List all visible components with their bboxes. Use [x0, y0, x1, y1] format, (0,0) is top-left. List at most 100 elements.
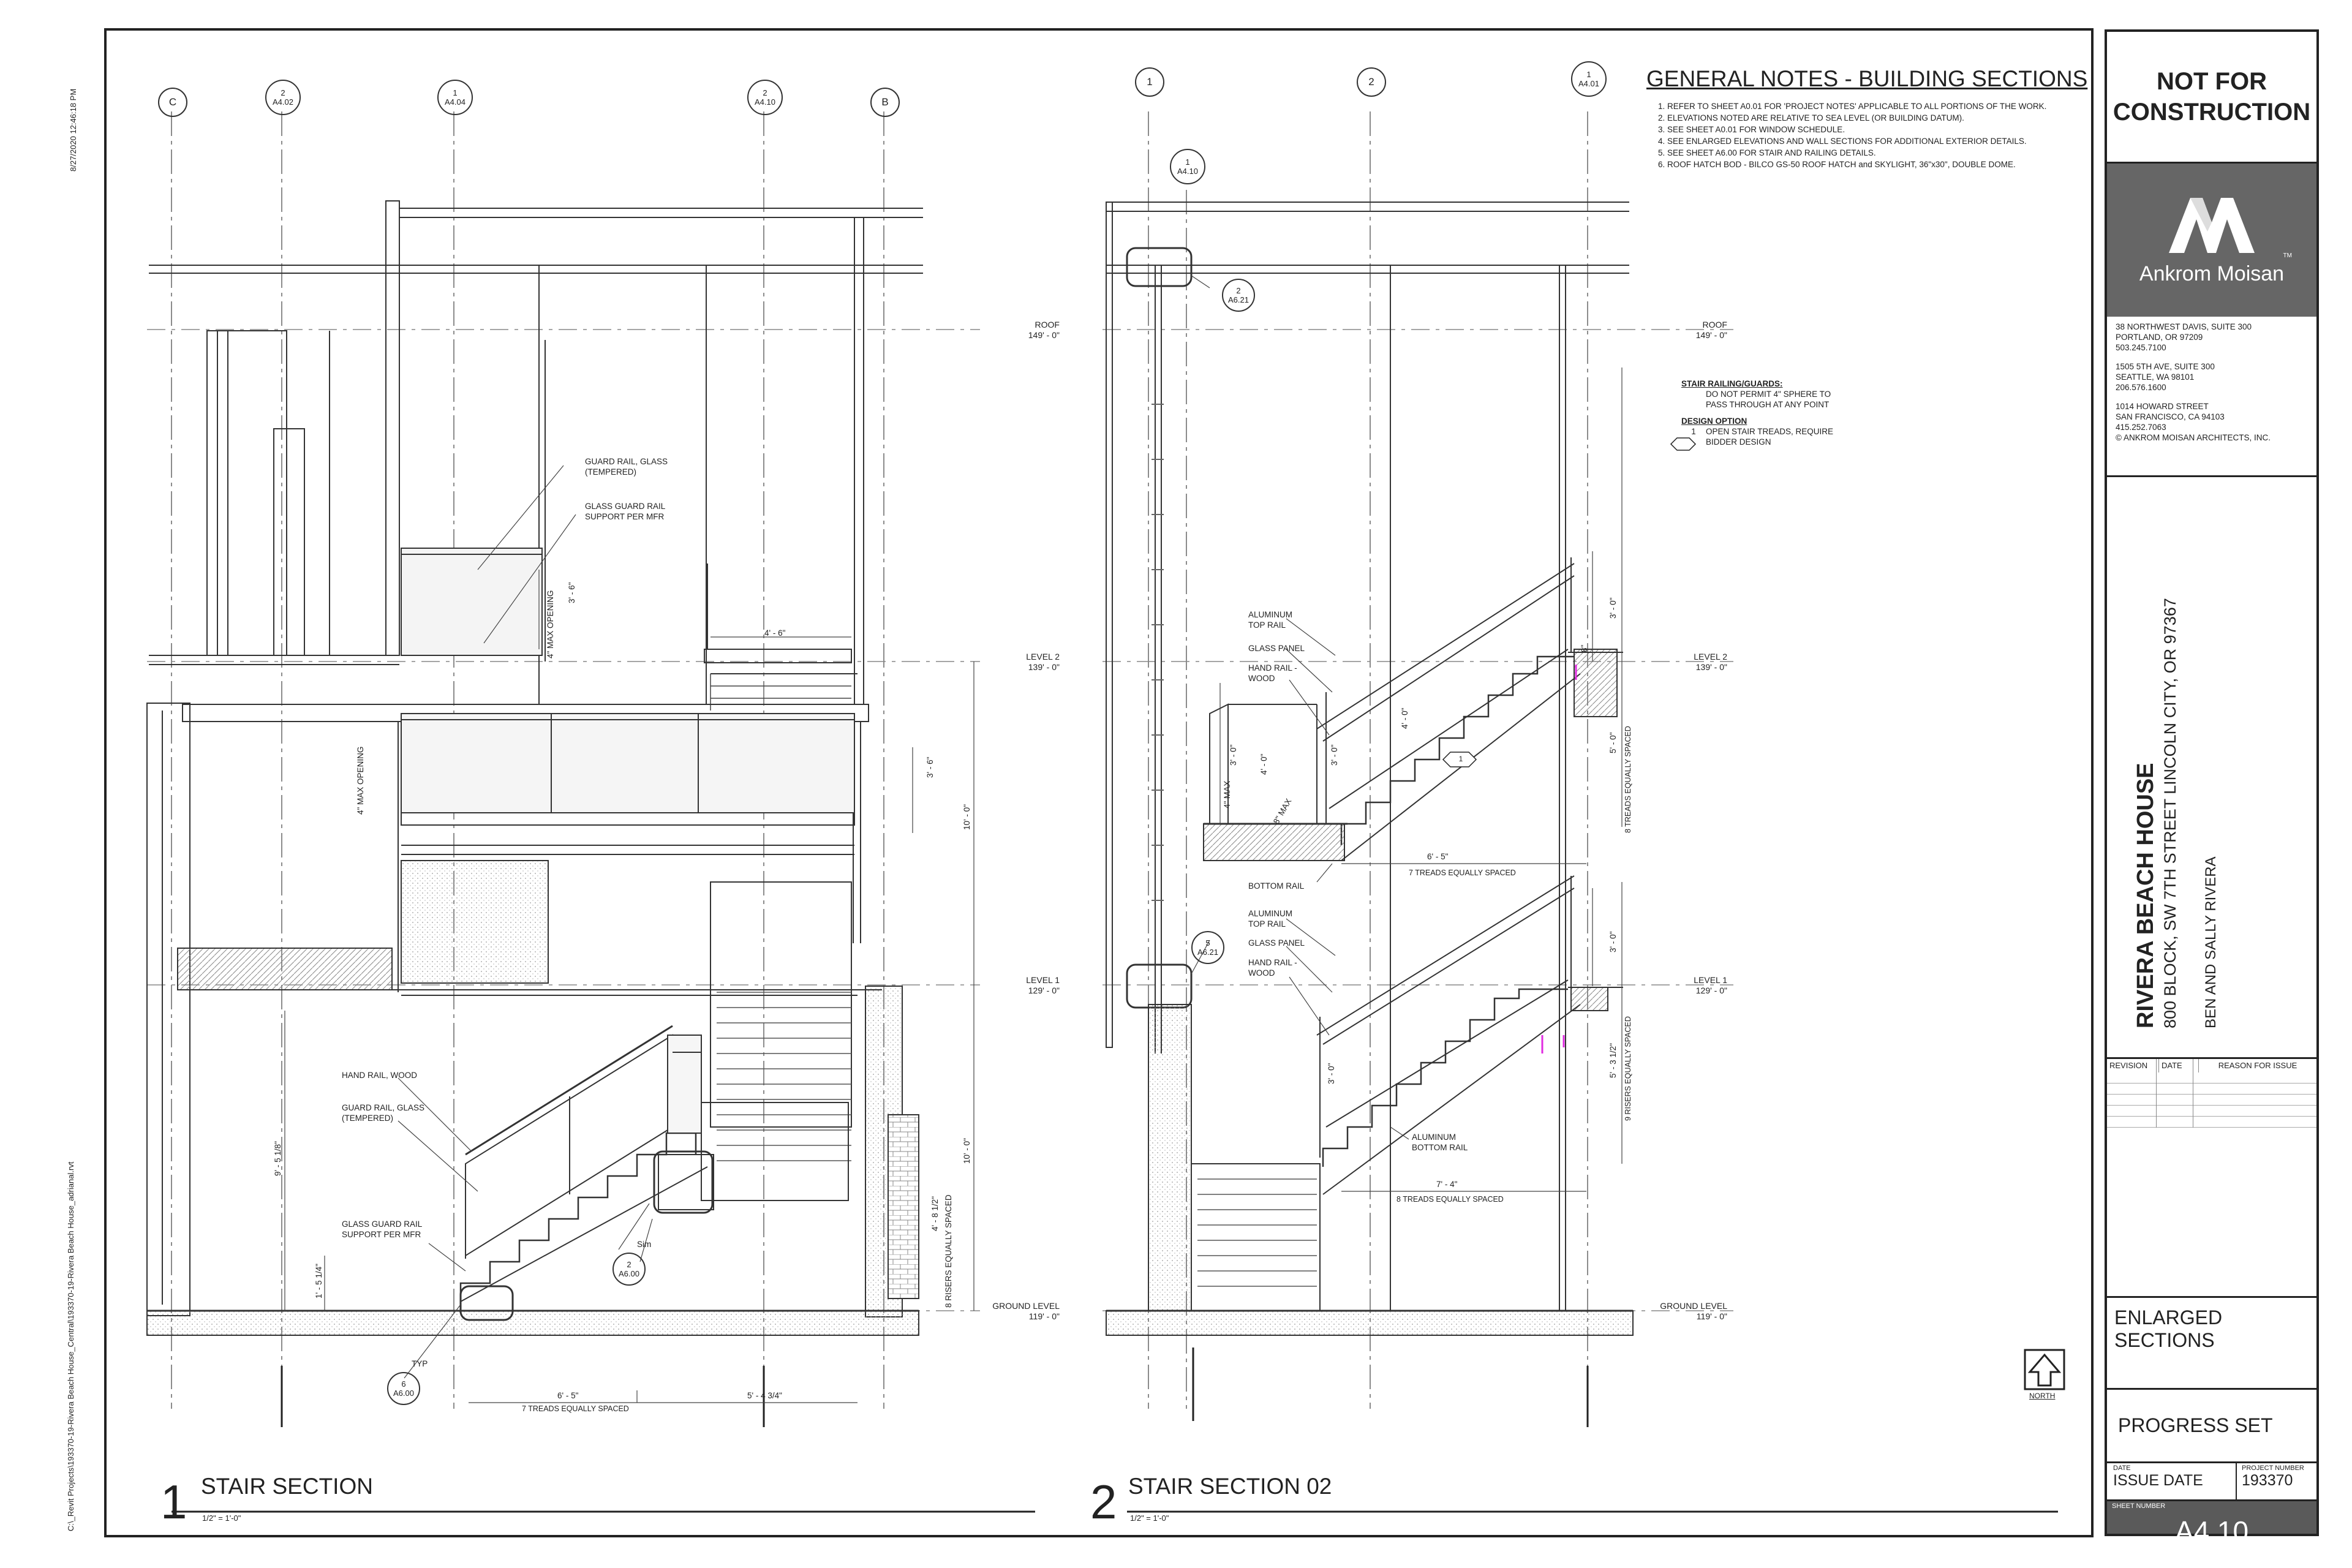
dim: 9 RISERS EQUALLY SPACED	[1624, 1016, 1632, 1121]
note-item: SEE ENLARGED ELEVATIONS AND WALL SECTION…	[1667, 135, 2075, 147]
dim: 5' - 3 1/2"	[1608, 1043, 1618, 1078]
stair-notes-heading: STAIR RAILING/GUARDS:	[1681, 379, 1783, 388]
sheet-number-block: SHEET NUMBER A4.10	[2107, 1501, 2316, 1547]
date-value: ISSUE DATE	[2113, 1472, 2203, 1489]
grid-bubble[interactable]: 1 A4.04	[437, 80, 473, 115]
dim-4-6: 4' - 6"	[764, 628, 786, 638]
dim: 7' - 4"	[1436, 1180, 1458, 1189]
section2-option-tag-icon	[1442, 752, 1477, 767]
grid-bubble[interactable]: 2 A4.10	[747, 80, 783, 115]
stair-section-2	[1102, 111, 1733, 1427]
dim: 3' - 0"	[1608, 597, 1618, 619]
callout-glass-panel: GLASS PANEL	[1248, 644, 1305, 653]
note-item: ELEVATIONS NOTED ARE RELATIVE TO SEA LEV…	[1667, 112, 2075, 124]
detail-callout[interactable]: 2 A6.21	[1222, 279, 1255, 312]
trademark: TM	[2283, 252, 2292, 259]
ankrom-moisan-logo-icon	[2169, 197, 2255, 253]
plot-stamp: 8/27/2020 12:46:18 PM	[69, 88, 78, 172]
stair-notes-item: DO NOT PERMIT 4" SPHERE TO PASS THROUGH …	[1706, 390, 1831, 409]
note-item: REFER TO SHEET A0.01 FOR 'PROJECT NOTES'…	[1667, 100, 2075, 112]
file-path: C:\_Revit Projects\193370-19-Rivera Beac…	[66, 1161, 75, 1531]
design-option-tag-icon	[1670, 437, 1697, 451]
dim-10-0-upper: 10' - 0"	[962, 804, 971, 830]
grid-bubble[interactable]: 1 A4.10	[1170, 149, 1205, 184]
note-item: ROOF HATCH BOD - BILCO GS-50 ROOF HATCH …	[1667, 159, 2075, 170]
view-number: 1	[160, 1475, 187, 1529]
general-notes-title: GENERAL NOTES - BUILDING SECTIONS	[1646, 66, 2088, 91]
callout-bottom-rail: BOTTOM RAIL	[1248, 881, 1305, 891]
callout-hand-rail-wood-2: HAND RAIL - WOOD	[1248, 958, 1297, 978]
not-for-construction-stamp: NOT FOR CONSTRUCTION	[2107, 32, 2316, 164]
north-arrow-icon	[2024, 1349, 2065, 1390]
callout-glass-guard-support: GLASS GUARD RAIL SUPPORT PER MFR	[585, 502, 665, 521]
north-label: NORTH	[2029, 1392, 2056, 1400]
callout-typ: TYP	[412, 1359, 428, 1368]
grid-bubble[interactable]: 2 A4.02	[265, 80, 301, 115]
revision-rows	[2107, 1072, 2316, 1128]
firm-name: Ankrom Moisan	[2139, 262, 2285, 285]
dim: 4' - 0"	[1259, 753, 1268, 775]
dim: 8 TREADS EQUALLY SPACED	[1396, 1195, 1504, 1204]
option-tag: 1	[1458, 755, 1463, 763]
dim: 3' - 0"	[1327, 1063, 1336, 1084]
dim: 6' - 5"	[1427, 852, 1449, 861]
callout-aluminum-bottom-rail: ALUMINUM BOTTOM RAIL	[1412, 1133, 1468, 1152]
grid-bubble[interactable]: 1	[1135, 67, 1164, 97]
client-name: BEN AND SALLY RIVERA	[2203, 856, 2219, 1028]
dim-9-5: 9' - 5 1/8"	[273, 1141, 282, 1176]
view-number: 2	[1090, 1475, 1117, 1529]
dim-4-max-opening-upper: 4" MAX OPENING	[546, 590, 555, 658]
dim-3-6-lower: 3' - 6"	[925, 756, 935, 778]
general-notes-list: REFER TO SHEET A0.01 FOR 'PROJECT NOTES'…	[1646, 100, 2075, 170]
issue-info: DATE ISSUE DATE PROJECT NUMBER 193370	[2107, 1463, 2316, 1501]
firm-logo: Ankrom Moisan TM	[2107, 164, 2316, 317]
grid-bubble[interactable]: C	[158, 88, 187, 117]
dim: 3' - 0"	[1608, 931, 1618, 952]
design-option-heading: DESIGN OPTION	[1681, 417, 1747, 426]
detail-callout[interactable]: 5 A6.21	[1191, 931, 1224, 964]
revision-header: REASON FOR ISSUE	[2218, 1061, 2297, 1070]
dim-4-8-half: 4' - 8 1/2"	[930, 1196, 940, 1231]
callout-hand-rail-wood: HAND RAIL, WOOD	[342, 1071, 418, 1080]
date-label: DATE	[2113, 1464, 2131, 1472]
dim-10-0-lower: 10' - 0"	[962, 1138, 971, 1164]
dim: 8"	[1580, 644, 1589, 652]
dim-4-max-opening-lower: 4" MAX OPENING	[356, 746, 365, 815]
revision-header: REVISION	[2107, 1059, 2159, 1072]
set-name: PROGRESS SET	[2107, 1390, 2316, 1463]
view-title: STAIR SECTION 02	[1128, 1474, 1332, 1499]
detail-callout[interactable]: 2 A6.00	[612, 1253, 646, 1286]
general-notes: GENERAL NOTES - BUILDING SECTIONS REFER …	[1646, 66, 2088, 170]
callout-sim: Sim	[637, 1240, 652, 1249]
title-block: NOT FOR CONSTRUCTION Ankrom Moisan TM 38…	[2105, 29, 2319, 1547]
callout-hand-rail-wood: HAND RAIL - WOOD	[1248, 663, 1297, 683]
dim-1-5: 1' - 5 1/4"	[314, 1264, 323, 1298]
note-item: SEE SHEET A0.01 FOR WINDOW SCHEDULE.	[1667, 124, 2075, 135]
grid-bubble[interactable]: 1 A4.01	[1571, 61, 1607, 97]
design-option-item: OPEN STAIR TREADS, REQUIRE BIDDER DESIGN	[1706, 427, 1834, 447]
dim-7-treads: 7 TREADS EQUALLY SPACED	[522, 1404, 629, 1413]
callout-guard-rail-glass: GUARD RAIL, GLASS (TEMPERED)	[585, 457, 668, 477]
revision-table: REVISION DATE REASON FOR ISSUE	[2107, 1059, 2316, 1298]
detail-callout[interactable]: 6 A6.00	[387, 1372, 420, 1405]
dim: 3' - 0"	[1330, 744, 1339, 766]
dim: 4' - 0"	[1400, 707, 1409, 729]
dim: 3' - 0"	[1229, 744, 1238, 766]
note-item: SEE SHEET A6.00 FOR STAIR AND RAILING DE…	[1667, 147, 2075, 159]
project-number-label: PROJECT NUMBER	[2242, 1464, 2304, 1472]
grid-bubble[interactable]: 2	[1357, 67, 1386, 97]
callout-guard-rail-glass-2: GUARD RAIL, GLASS (TEMPERED)	[342, 1103, 425, 1123]
callout-aluminum-top-rail-2: ALUMINUM TOP RAIL	[1248, 909, 1293, 929]
view-scale: 1/2" = 1'-0"	[1130, 1513, 1169, 1523]
dim-6-5: 6' - 5"	[557, 1391, 579, 1400]
project-address: 800 BLOCK, SW 7TH STREET LINCOLN CITY, O…	[2161, 598, 2179, 1028]
revision-header: DATE	[2159, 1059, 2199, 1072]
grid-bubble[interactable]: B	[870, 88, 900, 117]
